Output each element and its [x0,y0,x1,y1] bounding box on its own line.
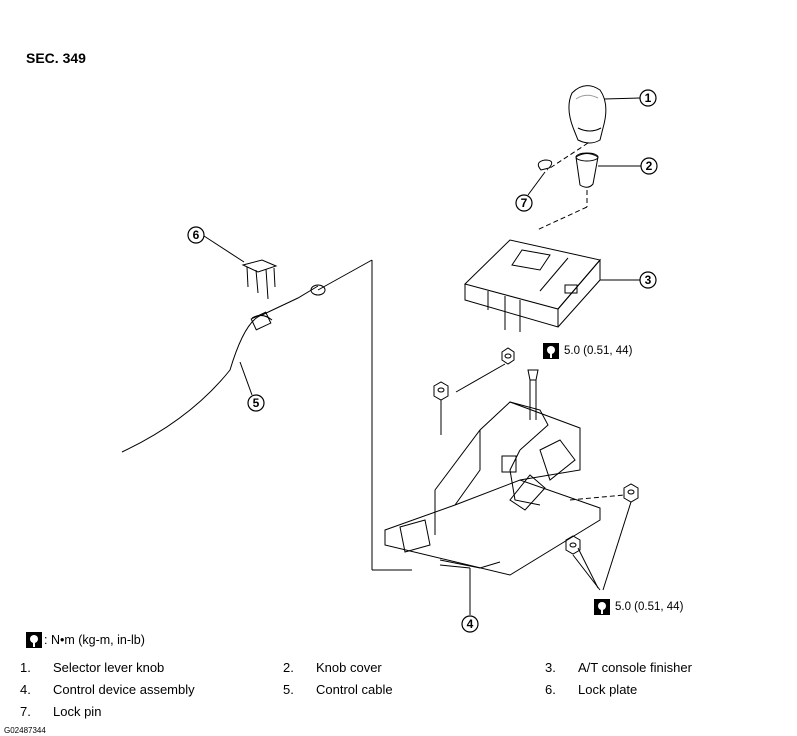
torque-wrench-icon [594,599,610,615]
torque-spec-top: 5.0 (0.51, 44) [543,343,632,359]
nut-bottom [565,535,581,555]
part-item: 6.Lock plate [545,682,638,697]
part-item: 1.Selector lever knob [20,660,165,675]
torque-unit-label: : N•m (kg-m, in-lb) [44,633,145,647]
selector-lever-knob [568,85,607,144]
torque-legend: : N•m (kg-m, in-lb) [26,632,145,648]
part-item: 2.Knob cover [283,660,382,675]
at-console-finisher [464,239,601,332]
torque-wrench-icon [543,343,559,359]
nut-right [623,483,639,503]
svg-text:3: 3 [645,273,652,287]
svg-text:7: 7 [521,196,528,210]
torque-value: 5.0 (0.51, 44) [564,345,633,357]
torque-value: 5.0 (0.51, 44) [615,601,684,613]
callout-3: 3 [639,271,657,289]
control-device-assembly [384,369,601,576]
knob-cover [575,152,599,188]
part-item: 4.Control device assembly [20,682,195,697]
part-item: 7.Lock pin [20,704,102,719]
callout-4: 4 [461,615,479,633]
part-item: 5.Control cable [283,682,393,697]
callout-1: 1 [639,89,657,107]
svg-text:1: 1 [645,91,652,105]
torque-spec-bottom: 5.0 (0.51, 44) [594,599,683,615]
torque-wrench-icon [26,632,42,648]
lock-plate [241,259,278,300]
nut-left [433,381,449,401]
callout-7: 7 [515,194,533,212]
svg-text:2: 2 [646,159,653,173]
callout-6: 6 [187,226,205,244]
section-label: SEC. 349 [26,50,86,66]
svg-text:5: 5 [253,396,260,410]
svg-text:6: 6 [193,228,200,242]
svg-text:4: 4 [467,617,474,631]
callout-2: 2 [640,157,658,175]
callout-5: 5 [247,394,265,412]
part-item: 3.A/T console finisher [545,660,692,675]
nut-top [501,347,515,365]
figure-code: G02487344 [4,726,46,735]
